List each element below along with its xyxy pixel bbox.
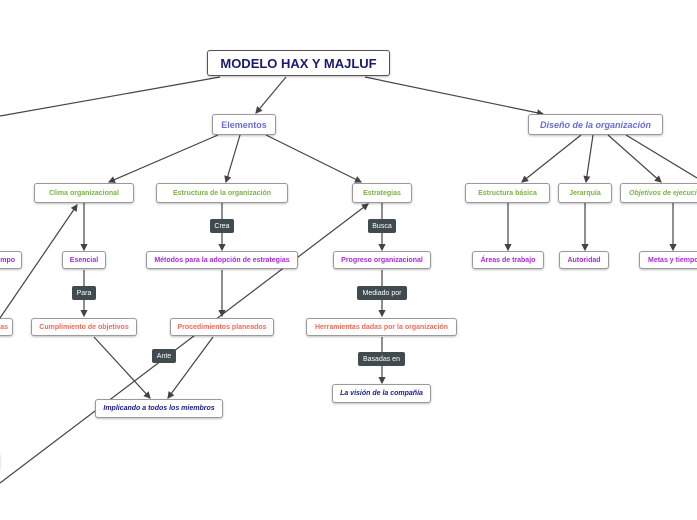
connector [364,76,545,117]
node-estrategias[interactable]: Estrategias [352,183,412,203]
node-progreso[interactable]: Progreso organizacional [333,251,431,269]
connector [607,134,662,183]
node-metas[interactable]: Metas y tiempos [639,251,697,269]
label-mediado: Mediado por [357,286,407,300]
node-esencial[interactable]: Esencial [62,251,106,269]
node-estructura[interactable]: Estructura de la organización [156,183,288,203]
node-cumplimiento[interactable]: Cumplimiento de objetivos [31,318,137,336]
connector [0,204,78,319]
node-jerarquia[interactable]: Jerarquía [558,183,612,203]
node-implicando[interactable]: Implicando a todos los miembros [95,399,223,418]
connector [0,203,369,484]
node-estructura-basica[interactable]: Estructura básica [465,183,550,203]
connector [93,336,151,399]
node-metodos[interactable]: Métodos para la adopción de estrategias [146,251,298,269]
root-node[interactable]: MODELO HAX Y MAJLUF [207,50,390,76]
connector [167,336,214,399]
connector [224,134,241,184]
connector [107,134,219,183]
node-left-es[interactable]: Metas [0,318,13,336]
node-autoridad[interactable]: Autoridad [559,251,609,269]
node-herramientas[interactable]: Herramientas dadas por la organización [306,318,457,336]
connector [625,134,697,179]
connector [265,134,363,183]
label-ante: Ante [152,349,176,363]
node-clima[interactable]: Clima organizacional [34,183,134,203]
node-elementos[interactable]: Elementos [212,114,276,135]
connector [521,134,582,183]
label-busca: Busca [368,219,396,233]
connector [583,134,594,184]
node-procedimientos[interactable]: Procedimientos planeados [170,318,274,336]
label-para: Para [72,286,96,300]
node-objetivos[interactable]: Objetivos de ejecución [620,183,697,203]
label-crea: Crea [210,219,234,233]
node-left-tiempo[interactable]: Tiempo [0,251,22,269]
connector [0,76,221,117]
node-diseno[interactable]: Diseño de la organización [528,114,663,135]
node-vision[interactable]: La visión de la compañía [332,384,431,403]
connector [255,76,287,114]
node-areas[interactable]: Áreas de trabajo [472,251,544,269]
label-basadas: Basadas en [358,352,405,366]
